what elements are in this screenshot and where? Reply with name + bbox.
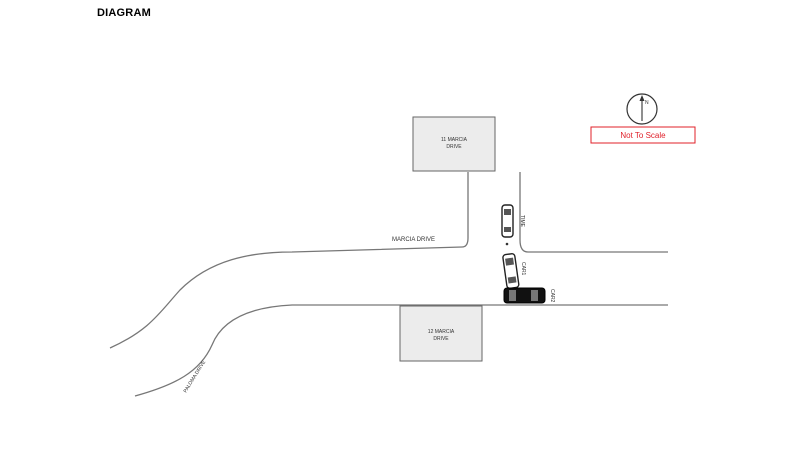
vehicle-2 (502, 253, 520, 289)
road-label-marcia: MARCIA DRIVE (392, 237, 435, 243)
building-12-line2: DRIVE (433, 336, 449, 342)
building-12-marcia: 12 MARCIA DRIVE (399, 305, 483, 362)
page-title: DIAGRAM (97, 7, 151, 19)
road-edge-lower (134, 304, 668, 397)
road-edge-north (519, 172, 529, 253)
north-arrow: N (626, 93, 658, 125)
north-arrow-label: N (645, 100, 649, 106)
vehicle-1: TIME (501, 204, 525, 238)
vehicle-2-label: CAR1 (520, 262, 526, 276)
building-11-line2: DRIVE (446, 144, 462, 150)
driveway-11 (461, 172, 469, 248)
building-11-line1: 11 MARCIA (441, 137, 468, 143)
road-label-paloma: PALOMA DRIVE (183, 359, 208, 394)
motion-marker (505, 242, 509, 246)
scale-note-text: Not To Scale (620, 131, 666, 140)
vehicle-1-label: TIME (519, 215, 525, 228)
road-edge-upper (109, 246, 463, 349)
building-11-marcia: 11 MARCIA DRIVE (412, 116, 496, 172)
road-lines (109, 172, 668, 397)
vehicle-3-label: CAR2 (549, 289, 555, 303)
scale-note: Not To Scale (590, 126, 696, 144)
building-12-line1: 12 MARCIA (428, 329, 455, 335)
vehicle-3: CAR2 (503, 287, 555, 304)
